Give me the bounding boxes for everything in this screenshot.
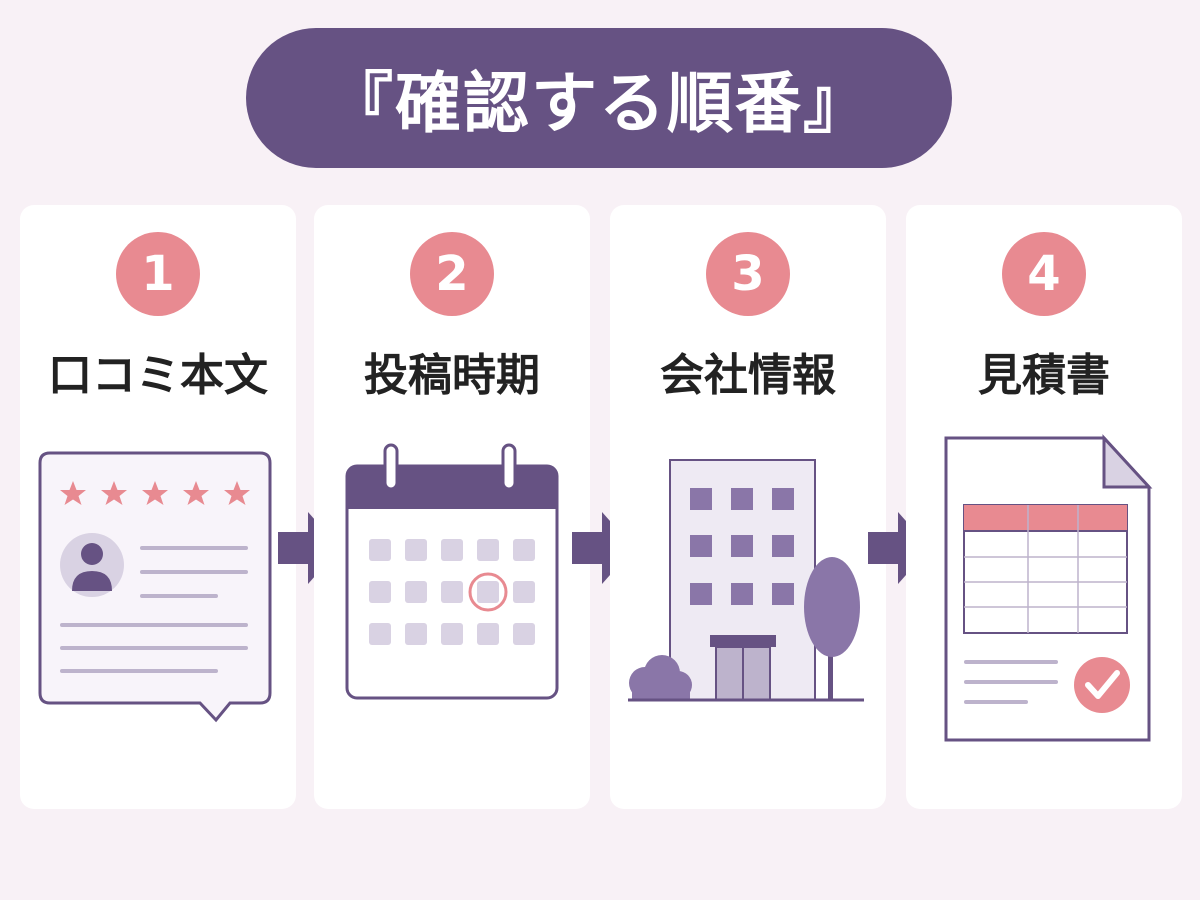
- step-label: 投稿時期: [364, 350, 540, 401]
- step-card-4: 4 見積書: [906, 205, 1182, 809]
- arrow-right-icon: [278, 512, 340, 584]
- step-number-badge: 2: [410, 232, 494, 316]
- table-icon: [963, 504, 1128, 634]
- page-title: 『確認する順番』: [327, 65, 871, 142]
- avatar-icon: [60, 533, 124, 597]
- tree-icon: [804, 557, 860, 700]
- arrow-right-icon: [572, 512, 634, 584]
- step-number-badge: 3: [706, 232, 790, 316]
- check-mark-icon: [1074, 657, 1130, 713]
- step-label: 見積書: [978, 350, 1110, 401]
- step-card-1: 1 口コミ本文: [20, 205, 296, 809]
- step-card-3: 3 会社情報: [610, 205, 886, 809]
- estimate-document-icon: [944, 434, 1153, 742]
- title-banner: 『確認する順番』: [246, 28, 952, 168]
- office-building-icon: [628, 459, 864, 702]
- step-number-badge: 4: [1002, 232, 1086, 316]
- step-label: 会社情報: [660, 350, 836, 401]
- calendar-icon: [345, 443, 559, 700]
- step-card-2: 2 投稿時期: [314, 205, 590, 809]
- arrow-right-icon: [868, 512, 930, 584]
- step-label: 口コミ本文: [48, 350, 268, 401]
- star-rating-icon: [60, 481, 250, 505]
- bush-icon: [629, 655, 692, 700]
- step-number-badge: 1: [116, 232, 200, 316]
- review-card-icon: [38, 451, 272, 723]
